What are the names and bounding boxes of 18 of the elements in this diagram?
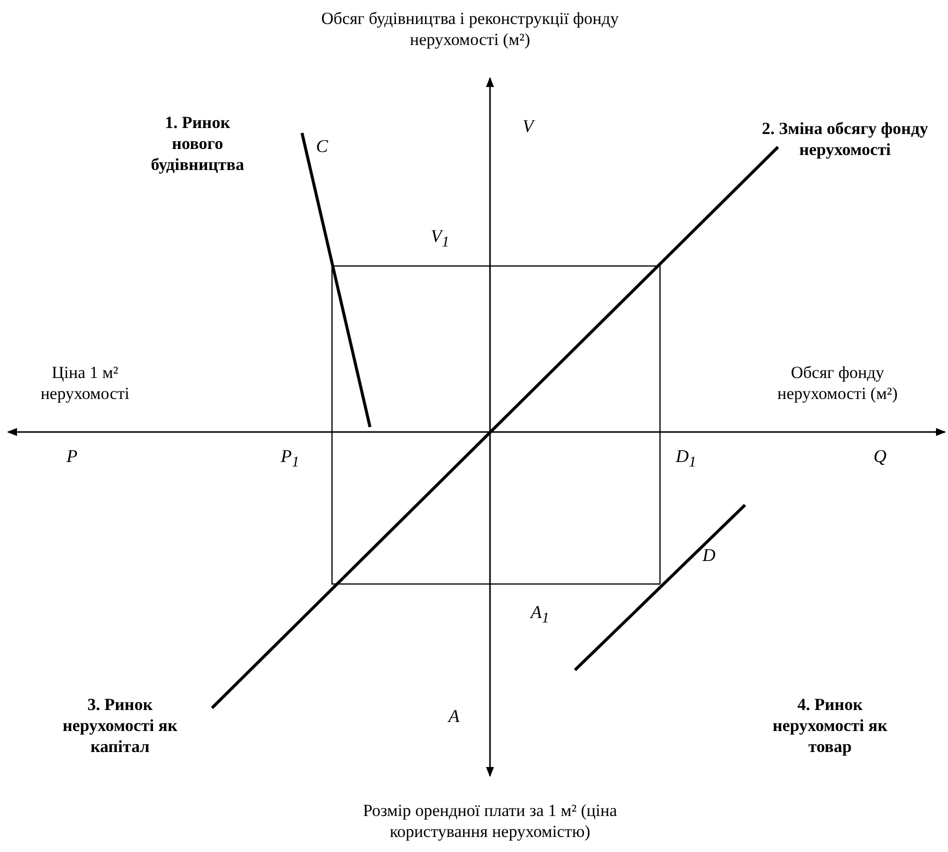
- point-label: D$_{1}$: [674, 446, 698, 473]
- point-label: V: [522, 116, 536, 137]
- quadrant-title: 4. Ринок нерухомості як товар: [772, 694, 888, 757]
- point-label: A: [446, 706, 460, 727]
- axis-label: Обсяг фонду нерухомості (м²): [776, 362, 899, 404]
- axis-label: Ціна 1 м² нерухомості: [40, 362, 130, 404]
- quadrant-title: 1. Ринок нового будівництва: [150, 112, 246, 175]
- quadrant-title: 3. Ринок нерухомості як капітал: [62, 694, 178, 757]
- axis-label: Обсяг будівництва і реконструкції фонду нерухомості (м²): [320, 8, 620, 50]
- point-label: Q: [872, 446, 888, 467]
- point-label: P$_{1}$: [280, 446, 300, 473]
- point-label: C: [314, 136, 330, 157]
- quadrant-title: 2. Зміна обсягу фонду нерухомості: [760, 118, 930, 160]
- axis-label: Розмір орендної плати за 1 м² (ціна користування нерухомістю): [362, 800, 618, 842]
- point-label: V$_{1}$: [430, 226, 450, 253]
- point-label: D: [701, 545, 716, 566]
- point-label: P: [66, 446, 78, 467]
- point-label: A$_{1}$: [528, 602, 550, 629]
